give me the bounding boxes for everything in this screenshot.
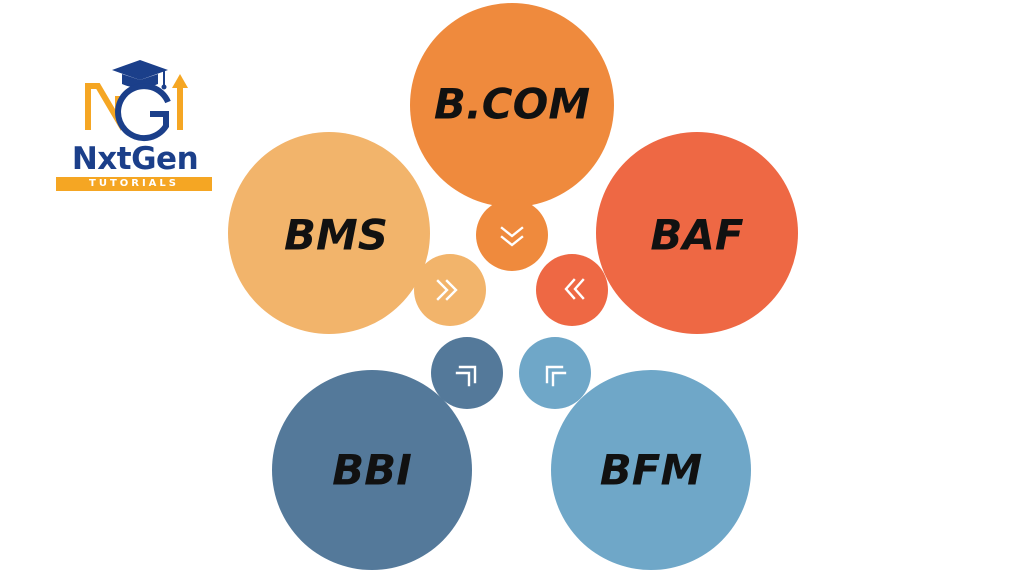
bubble-bbi: BBI (272, 337, 503, 570)
bubble-bbi-main (272, 370, 472, 570)
double-chevron-left-icon (564, 278, 585, 300)
bubble-bcom-label: B.COM (434, 80, 590, 129)
nxtgen-logo: NxtGen TUTORIALS (56, 58, 214, 191)
bubble-baf: BAF (536, 132, 798, 334)
graduation-cap-icon (85, 60, 188, 142)
logo-wordmark: NxtGen (71, 141, 199, 177)
bubble-bms: BMS (228, 132, 486, 334)
bubble-bms-connector (414, 254, 486, 326)
bubble-bbi-label: BBI (332, 446, 412, 495)
bubble-bcom: B.COM (410, 3, 614, 271)
chevron-up-right-icon (455, 365, 477, 387)
bubble-bms-label: BMS (284, 211, 388, 260)
chevron-up-left-icon (545, 365, 567, 387)
logo-tagline: TUTORIALS (89, 178, 179, 189)
bubble-bcom-main (410, 3, 614, 207)
bubble-baf-connector (536, 254, 608, 326)
double-chevron-right-icon (436, 279, 458, 301)
double-chevron-down-icon (500, 226, 524, 247)
bubble-bfm-label: BFM (600, 446, 703, 495)
logo-tagline-bar: TUTORIALS (56, 177, 212, 191)
bubble-bfm-main (551, 370, 751, 570)
bubble-baf-main (596, 132, 798, 334)
bubble-baf-label: BAF (650, 211, 744, 260)
bubble-bfm: BFM (519, 337, 751, 570)
bubble-bms-main (228, 132, 430, 334)
